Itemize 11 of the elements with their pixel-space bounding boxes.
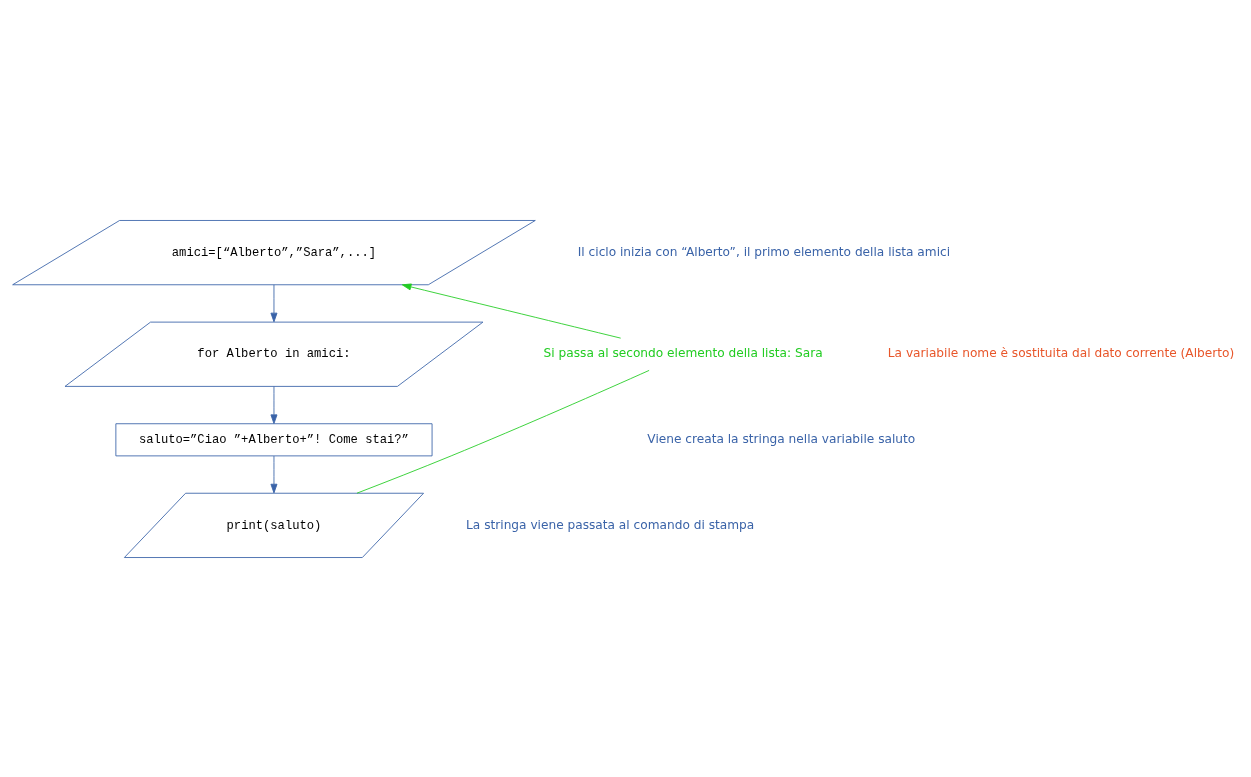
label: Viene creata la stringa nella variabile saluto [647, 431, 916, 446]
connector [356, 369, 650, 494]
label: La stringa viene passata al comando di stampa [466, 517, 755, 532]
arrow [270, 283, 278, 322]
arrow [270, 455, 278, 493]
label: La variabile nome è sostituita dal dato corrente (Alberto) [887, 345, 1235, 360]
arrow [270, 385, 278, 424]
node-box: saluto=”Ciao ”+Alberto+”! Come stai?” [115, 422, 433, 456]
node-text: Si passa al secondo elemento della lista: Sara [543, 345, 823, 360]
arrow [401, 283, 622, 339]
label: Il ciclo inizia con “Alberto”, il primo elemento della lista amici [577, 244, 951, 259]
